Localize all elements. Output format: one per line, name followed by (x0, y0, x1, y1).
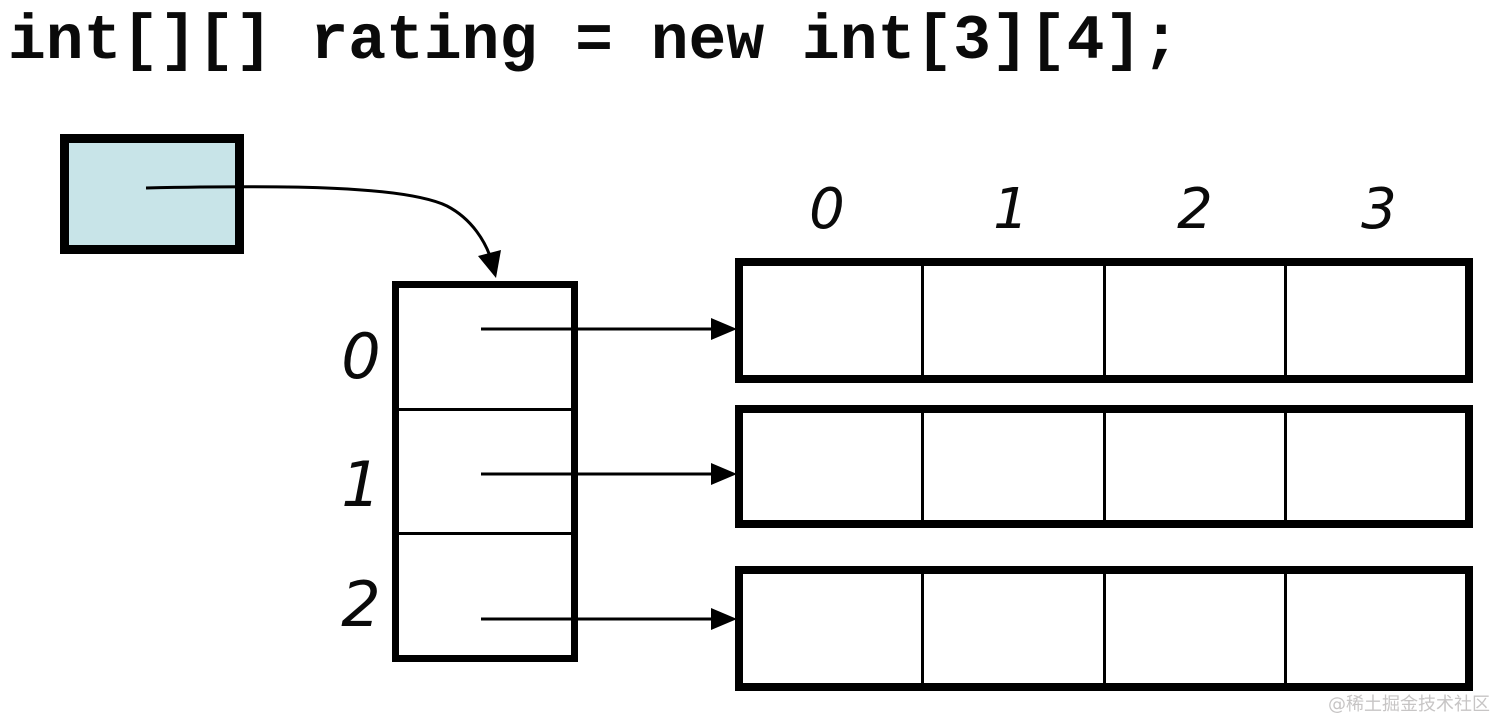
row0-arrowhead-icon (711, 318, 737, 340)
array-cell-1-0 (743, 413, 921, 520)
outer-array-box (392, 281, 578, 662)
column-header-1: 1 (993, 177, 1029, 242)
array-cell-1-1 (921, 413, 1102, 520)
array-cell-1-3 (1283, 413, 1465, 520)
inner-array-row-2 (735, 566, 1473, 691)
watermark-text: @稀土掘金技术社区 (1328, 694, 1490, 715)
array-cell-2-1 (921, 574, 1102, 683)
outer-array-index-2: 2 (341, 568, 381, 641)
array-cell-0-3 (1283, 266, 1465, 375)
array-cell-1-2 (1102, 413, 1284, 520)
row1-arrowhead-icon (711, 463, 737, 485)
code-declaration-text: int[][] rating = new int[3][4]; (8, 6, 1180, 77)
array-cell-0-0 (743, 266, 921, 375)
outer-array-index-1: 1 (341, 448, 381, 521)
array-cell-0-1 (921, 266, 1102, 375)
column-header-0: 0 (809, 177, 845, 242)
array-cell-2-3 (1283, 574, 1465, 683)
reference-arrowhead-icon (478, 250, 501, 278)
outer-array-index-0: 0 (341, 320, 381, 393)
array-cell-2-0 (743, 574, 921, 683)
inner-array-row-1 (735, 405, 1473, 528)
row2-arrowhead-icon (711, 608, 737, 630)
outer-array-pointer-cell-2 (399, 531, 571, 655)
column-header-2: 2 (1177, 177, 1213, 242)
outer-array-pointer-cell-1 (399, 408, 571, 531)
array-cell-0-2 (1102, 266, 1284, 375)
inner-array-row-0 (735, 258, 1473, 383)
reference-variable-box (60, 134, 244, 254)
outer-array-pointer-cell-0 (399, 288, 571, 408)
column-header-3: 3 (1361, 177, 1397, 242)
array-cell-2-2 (1102, 574, 1284, 683)
